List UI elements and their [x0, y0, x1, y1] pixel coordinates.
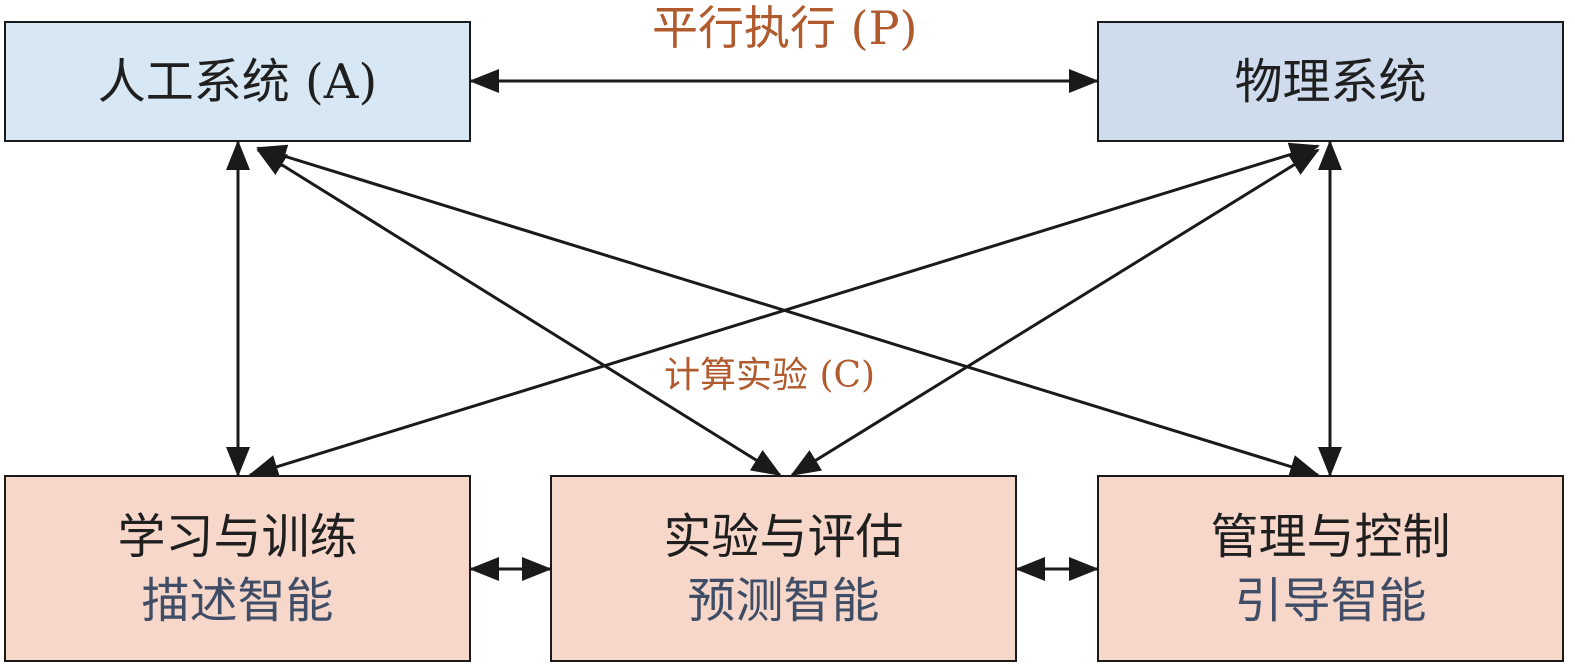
- artificial-system-box: 人工系统 (A): [4, 21, 471, 142]
- arrow-a-experiment: [256, 148, 782, 477]
- arrow-physical-experiment: [790, 148, 1320, 477]
- arrow-physical-learning: [248, 142, 1320, 479]
- predictive-intelligence-label: 预测智能: [687, 572, 880, 629]
- experiment-evaluation-box: 实验与评估 预测智能: [550, 475, 1017, 662]
- management-control-box: 管理与控制 引导智能: [1097, 475, 1564, 662]
- learning-training-box: 学习与训练 描述智能: [4, 475, 471, 662]
- experiment-evaluation-title: 实验与评估: [663, 508, 904, 565]
- computational-experiment-label: 计算实验 (C): [664, 355, 876, 396]
- prescriptive-intelligence-label: 引导智能: [1234, 572, 1427, 629]
- physical-system-title: 物理系统: [1234, 53, 1427, 110]
- management-control-title: 管理与控制: [1210, 508, 1451, 565]
- descriptive-intelligence-label: 描述智能: [141, 572, 334, 629]
- artificial-system-title: 人工系统 (A): [97, 53, 378, 110]
- parallel-execution-label: 平行执行 (P): [652, 1, 918, 55]
- learning-training-title: 学习与训练: [117, 508, 358, 565]
- physical-system-box: 物理系统: [1097, 21, 1564, 142]
- arrow-a-management: [256, 144, 1320, 479]
